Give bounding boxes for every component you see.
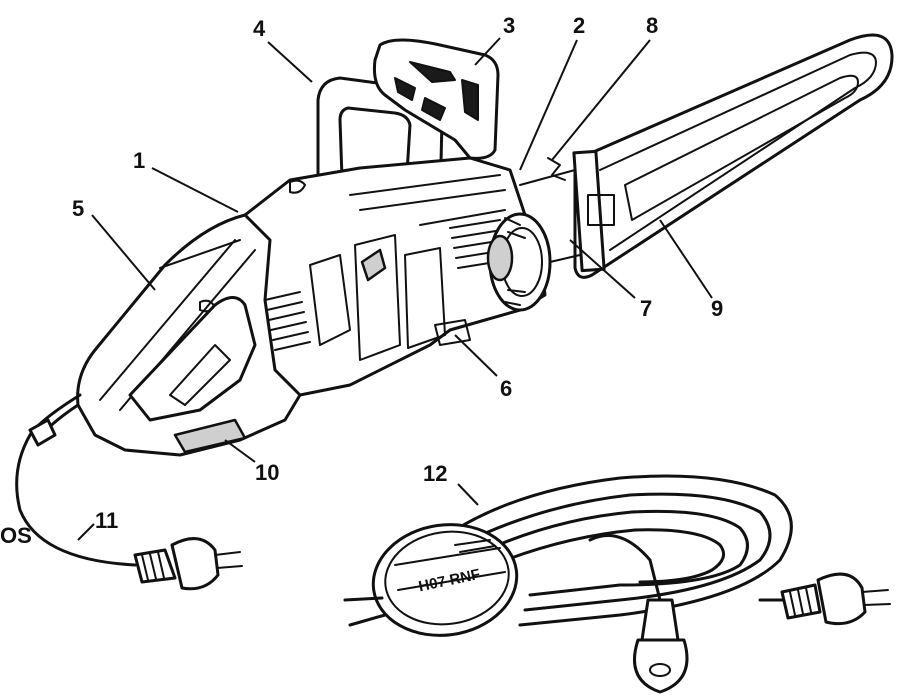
chain-sprocket [519,157,581,263]
callout-2: 2 [573,13,586,38]
callout-4: 4 [253,16,266,41]
extension-plug [780,572,891,626]
edge-text: OS [0,523,32,548]
rear-handle [76,213,302,457]
callout-5: 5 [72,196,85,221]
rating-plate [173,418,247,454]
cable-plug [133,537,243,591]
callout-1: 1 [133,148,146,173]
leader-lines [77,37,713,541]
chain-tensioner-knob [486,212,552,312]
callout-9: 9 [711,296,724,321]
power-cable [15,393,137,567]
callout-12: 12 [423,461,448,486]
callout-6: 6 [500,376,513,401]
callout-8: 8 [646,13,659,38]
callout-3: 3 [503,13,516,38]
cable-tag: H07 RNF [343,523,519,637]
extension-cable-coil [453,474,793,627]
hand-guard [373,38,500,160]
callout-7: 7 [640,296,653,321]
guide-bar [572,33,894,279]
cable-socket [633,598,689,694]
callout-11: 11 [95,508,119,533]
callout-10: 10 [255,460,280,485]
